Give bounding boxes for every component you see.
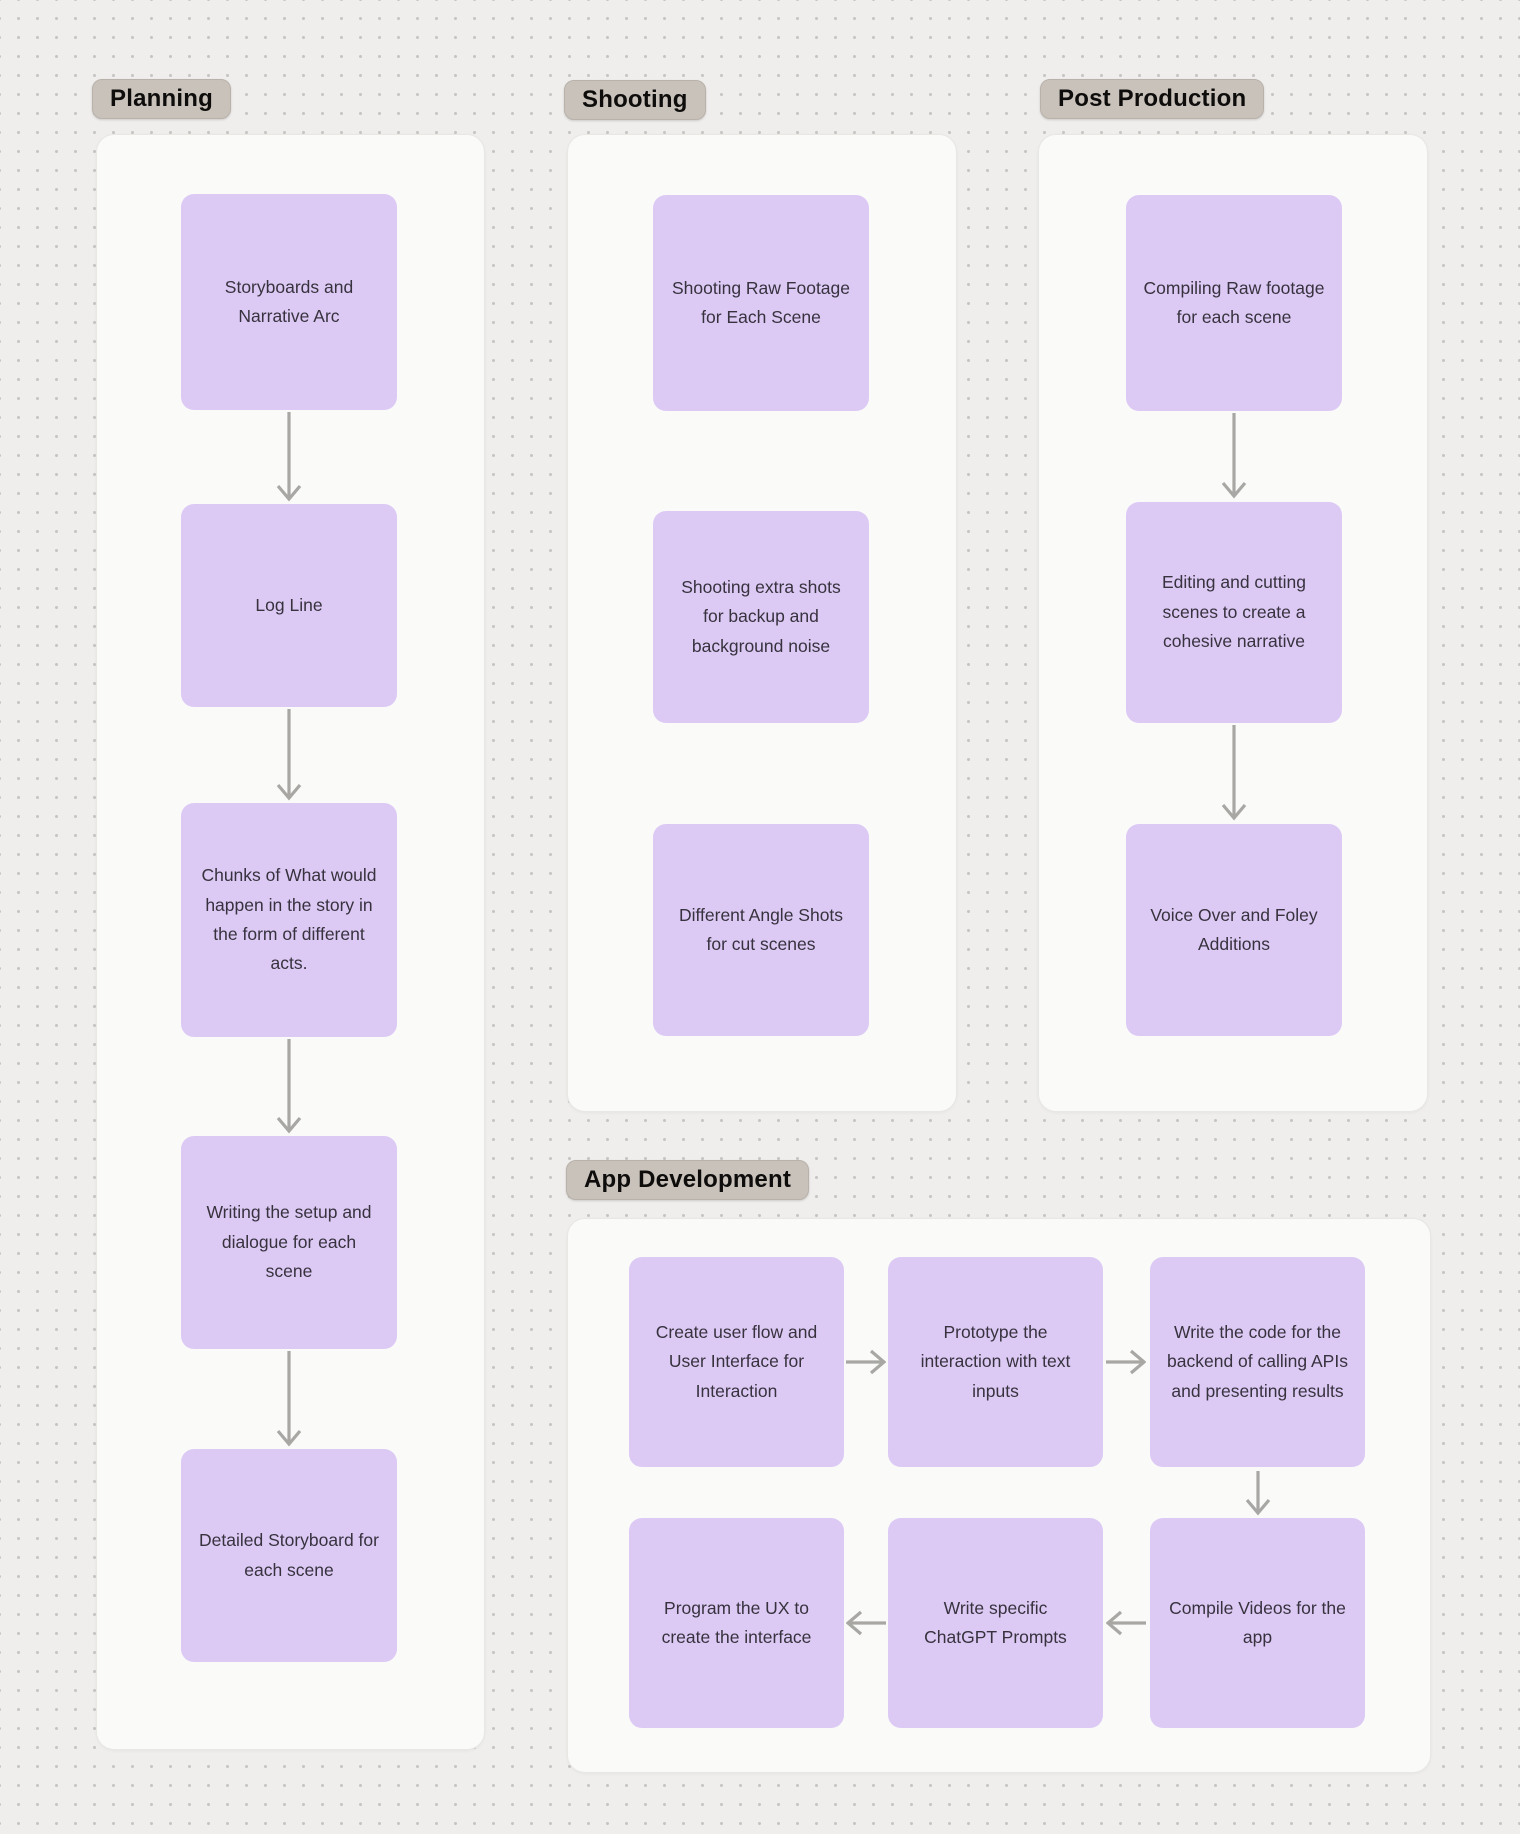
arrow-down-icon[interactable] bbox=[274, 709, 304, 801]
flow-card-text: Log Line bbox=[255, 594, 323, 615]
arrow-right-icon[interactable] bbox=[1106, 1347, 1146, 1377]
flow-card-extra-shots[interactable]: Shooting extra shots for backup and back… bbox=[653, 511, 869, 723]
arrow-left-icon[interactable] bbox=[1106, 1608, 1146, 1638]
flow-card-text: Write the code for the backend of callin… bbox=[1167, 1321, 1348, 1401]
flow-card-text: Different Angle Shots for cut scenes bbox=[678, 904, 844, 954]
flow-card-text: Compiling Raw footage for each scene bbox=[1143, 277, 1325, 327]
flow-card-text: Editing and cutting scenes to create a c… bbox=[1162, 572, 1306, 652]
post-production-section-label[interactable]: Post Production bbox=[1040, 79, 1265, 119]
flow-card-text: Prototype the interaction with text inpu… bbox=[920, 1321, 1071, 1401]
arrow-down-icon[interactable] bbox=[274, 1351, 304, 1447]
flow-card-backend-code[interactable]: Write the code for the backend of callin… bbox=[1150, 1257, 1365, 1467]
flow-card-compile-videos[interactable]: Compile Videos for the app bbox=[1150, 1518, 1365, 1728]
flow-card-text: Voice Over and Foley Additions bbox=[1150, 904, 1318, 954]
flow-card-user-flow-ui[interactable]: Create user flow and User Interface for … bbox=[629, 1257, 844, 1467]
flow-card-different-angle-shots[interactable]: Different Angle Shots for cut scenes bbox=[653, 824, 869, 1036]
flow-card-text: Compile Videos for the app bbox=[1169, 1597, 1346, 1647]
flow-card-text: Create user flow and User Interface for … bbox=[655, 1321, 818, 1401]
flow-card-compiling-raw-footage[interactable]: Compiling Raw footage for each scene bbox=[1126, 195, 1342, 411]
flow-card-storyboards-narrative-arc[interactable]: Storyboards and Narrative Arc bbox=[181, 194, 397, 410]
arrow-down-icon[interactable] bbox=[1219, 413, 1249, 499]
flow-card-setup-dialogue[interactable]: Writing the setup and dialogue for each … bbox=[181, 1136, 397, 1349]
flow-card-log-line[interactable]: Log Line bbox=[181, 504, 397, 707]
planning-section-label[interactable]: Planning bbox=[92, 79, 231, 119]
flow-card-prototype-interaction[interactable]: Prototype the interaction with text inpu… bbox=[888, 1257, 1103, 1467]
flow-card-text: Storyboards and Narrative Arc bbox=[224, 276, 354, 326]
arrow-left-icon[interactable] bbox=[846, 1608, 886, 1638]
arrow-down-icon[interactable] bbox=[1243, 1471, 1273, 1516]
shooting-section-label[interactable]: Shooting bbox=[564, 80, 706, 120]
flow-card-shooting-raw-footage[interactable]: Shooting Raw Footage for Each Scene bbox=[653, 195, 869, 411]
flow-card-chatgpt-prompts[interactable]: Write specific ChatGPT Prompts bbox=[888, 1518, 1103, 1728]
flow-card-text: Detailed Storyboard for each scene bbox=[199, 1530, 379, 1580]
flow-card-editing-cutting-scenes[interactable]: Editing and cutting scenes to create a c… bbox=[1126, 502, 1342, 723]
flow-card-story-chunks-acts[interactable]: Chunks of What would happen in the story… bbox=[181, 803, 397, 1037]
flow-card-text: Write specific ChatGPT Prompts bbox=[924, 1597, 1067, 1647]
flow-card-text: Chunks of What would happen in the story… bbox=[201, 865, 377, 974]
flow-card-text: Shooting Raw Footage for Each Scene bbox=[671, 277, 851, 327]
flow-card-detailed-storyboard[interactable]: Detailed Storyboard for each scene bbox=[181, 1449, 397, 1662]
flow-card-program-ux[interactable]: Program the UX to create the interface bbox=[629, 1518, 844, 1728]
arrow-down-icon[interactable] bbox=[274, 1039, 304, 1134]
arrow-down-icon[interactable] bbox=[1219, 725, 1249, 821]
arrow-down-icon[interactable] bbox=[274, 412, 304, 502]
flow-card-text: Writing the setup and dialogue for each … bbox=[206, 1202, 372, 1282]
flow-card-voice-over-foley[interactable]: Voice Over and Foley Additions bbox=[1126, 824, 1342, 1036]
app-development-section-label[interactable]: App Development bbox=[566, 1160, 810, 1200]
flow-card-text: Program the UX to create the interface bbox=[661, 1597, 812, 1647]
arrow-right-icon[interactable] bbox=[846, 1347, 886, 1377]
flow-card-text: Shooting extra shots for backup and back… bbox=[681, 576, 841, 656]
